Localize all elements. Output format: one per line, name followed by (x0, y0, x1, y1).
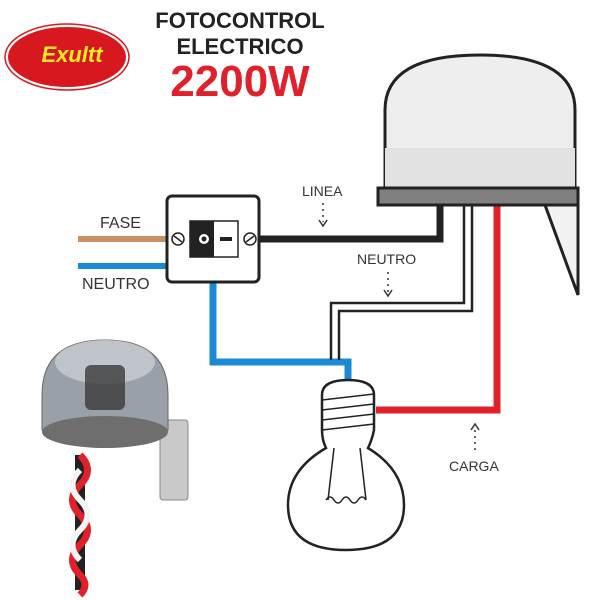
carga-label: CARGA (449, 458, 499, 474)
linea-wire (260, 205, 444, 243)
neutro-input-label: NEUTRO (82, 276, 150, 293)
title-line1: FOTOCONTROL (155, 8, 325, 33)
fase-label: FASE (100, 215, 141, 232)
brand-logo (4, 23, 130, 91)
neutro-wire-a (329, 205, 466, 360)
light-bulb (286, 378, 406, 552)
photocell-sensor (376, 53, 580, 296)
title-line2: ELECTRICO (176, 34, 304, 59)
neutro-wire-b (337, 205, 474, 360)
switch-box (165, 194, 261, 284)
power-rating: 2200W (170, 57, 310, 106)
neutro-label: NEUTRO (357, 251, 417, 267)
linea-label: LINEA (302, 183, 343, 199)
neutro-bulb-wire (209, 282, 352, 385)
product-photo (41, 339, 189, 598)
label-arrows (318, 203, 480, 450)
carga-wire (376, 205, 501, 414)
brand-logo-text: Exultt (41, 42, 103, 67)
